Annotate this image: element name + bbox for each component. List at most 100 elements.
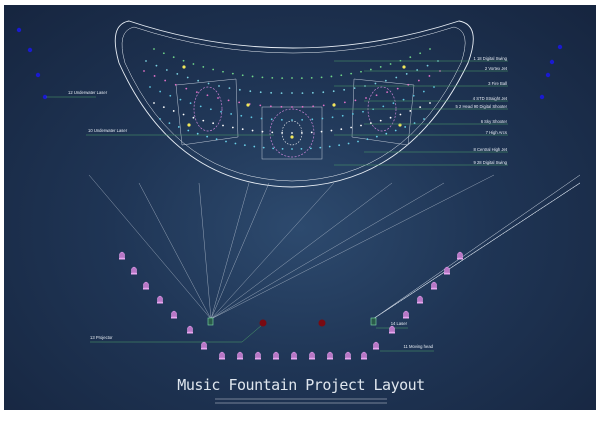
nozzle — [195, 91, 198, 94]
moving-head — [273, 351, 279, 360]
nozzle — [309, 147, 312, 150]
nozzle — [206, 94, 209, 97]
moving-head-icon — [237, 351, 243, 359]
nozzle — [419, 106, 422, 109]
nozzle — [340, 128, 343, 131]
nozzle — [260, 117, 263, 120]
nozzle — [351, 113, 354, 115]
nozzle — [330, 75, 333, 78]
center-ring-jets — [269, 108, 315, 158]
nozzle — [272, 147, 275, 150]
nozzle — [271, 76, 274, 79]
moving-head — [171, 310, 177, 319]
jet-label: 1 18 Digital Swing — [473, 56, 507, 61]
nozzle — [259, 91, 262, 94]
moving-head-base — [273, 358, 279, 360]
moving-head-icon — [431, 281, 437, 289]
nozzle — [312, 105, 315, 108]
nozzle — [251, 75, 254, 78]
nozzle — [176, 73, 179, 75]
nozzle — [177, 126, 180, 128]
jet-label: 7 High Arcs — [486, 130, 507, 135]
underwater-laser — [35, 72, 41, 78]
laser-label: 10 Underwater Laser — [88, 128, 128, 133]
moving-head-icon — [291, 351, 297, 359]
moving-head-icon — [187, 325, 193, 333]
moving-head-base — [457, 258, 463, 260]
nozzle — [145, 60, 147, 62]
moving-head — [237, 351, 243, 360]
nozzle — [362, 110, 364, 113]
jet-label: 8 Central High Jet — [473, 147, 507, 152]
moving-head-icon — [171, 310, 177, 318]
moving-head — [417, 295, 423, 304]
nozzle — [251, 129, 254, 132]
nozzle — [291, 148, 293, 150]
moving-head-base — [444, 273, 450, 275]
nozzle — [189, 102, 192, 105]
nozzle — [262, 146, 265, 149]
nozzle — [202, 119, 205, 122]
nozzle — [155, 64, 158, 67]
moving-head-icon — [361, 351, 367, 359]
nozzle — [350, 72, 353, 75]
underwater-laser — [549, 59, 555, 65]
nozzle — [343, 101, 346, 104]
nozzle — [238, 101, 241, 104]
moving-head-base — [431, 288, 437, 290]
layout-title: Music Fountain Project Layout — [177, 376, 424, 394]
nozzle — [231, 72, 234, 75]
nozzle — [375, 94, 378, 97]
nozzle — [165, 69, 168, 71]
fire-ball-nozzle — [402, 65, 406, 69]
moving-head — [431, 281, 437, 290]
moving-head-base — [143, 288, 149, 290]
moving-head — [457, 251, 463, 260]
nozzle — [225, 140, 227, 143]
underwater-laser — [42, 94, 48, 100]
nozzle — [222, 70, 224, 73]
moving-head-base — [237, 358, 243, 360]
projection-beam — [210, 182, 445, 320]
laser-label: 12 Underwater Laser — [68, 90, 108, 95]
nozzle — [174, 83, 177, 86]
moving-head — [327, 351, 333, 360]
moving-head-base — [345, 358, 351, 360]
nozzle — [291, 77, 293, 79]
projection-beam — [210, 182, 250, 320]
nozzle — [153, 75, 156, 77]
projection-beam — [372, 182, 581, 320]
moving-head — [201, 341, 207, 350]
nozzle — [385, 132, 388, 135]
nozzle — [209, 108, 212, 111]
nozzle — [328, 145, 331, 148]
moving-head-base — [373, 348, 379, 350]
moving-head-icon — [143, 281, 149, 289]
fountain-pool — [114, 20, 474, 188]
nozzle — [192, 116, 195, 119]
moving-head — [403, 310, 409, 319]
nozzle — [169, 94, 172, 97]
nozzle — [280, 92, 283, 95]
moving-head — [255, 351, 261, 360]
underwater-laser — [539, 94, 545, 100]
nozzle — [159, 90, 162, 93]
nozzle — [310, 76, 313, 79]
moving-head-base — [327, 358, 333, 360]
nozzle — [162, 106, 165, 109]
moving-head-base — [119, 258, 125, 260]
jet-label: 9 28 Digital Swing — [473, 160, 507, 165]
nozzle — [416, 69, 419, 71]
nozzle — [386, 91, 389, 94]
pump-right — [318, 319, 326, 327]
projection-beam — [372, 174, 581, 320]
nozzle — [270, 118, 273, 121]
moving-head-icon — [273, 351, 279, 359]
nozzle — [291, 132, 293, 134]
moving-head-base — [389, 332, 395, 334]
nozzle — [300, 147, 303, 150]
lasers — [16, 27, 563, 100]
moving-head-base — [219, 358, 225, 360]
